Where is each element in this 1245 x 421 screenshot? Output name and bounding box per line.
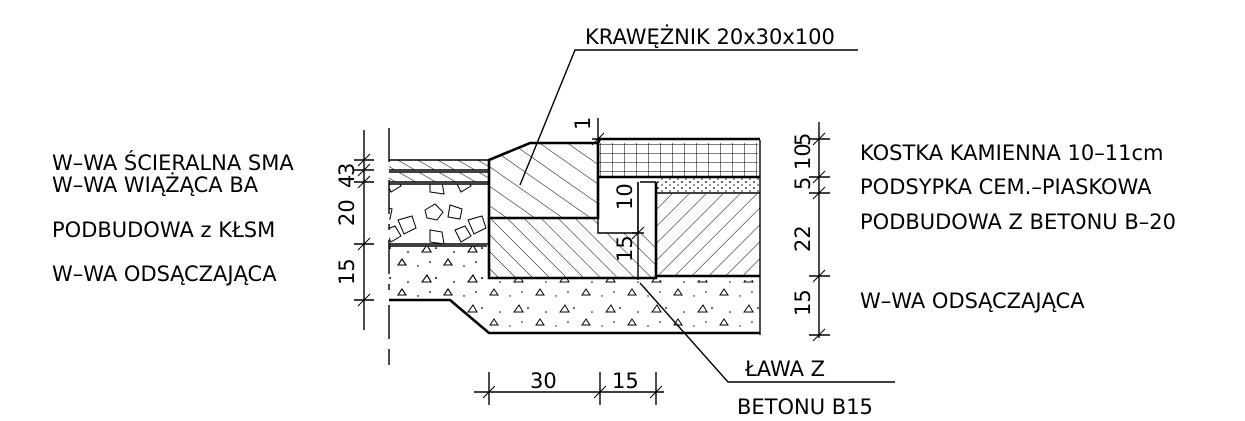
dim-right-10: 10 xyxy=(791,143,815,170)
bedding-fill xyxy=(656,178,760,193)
wearing-course-label: W–WA ŚCIERALNA SMA xyxy=(52,150,294,175)
dim-left-20: 20 xyxy=(335,199,359,226)
right-drainage-label: W–WA ODSĄCZAJĄCA xyxy=(860,289,1085,313)
dim-bottom-30: 30 xyxy=(530,369,557,393)
right-base-fill xyxy=(656,194,760,276)
dim-left-3: 3 xyxy=(335,163,359,176)
paving-stone-fill xyxy=(598,143,758,177)
paving-label: KOSTKA KAMIENNA 10–11cm xyxy=(860,141,1164,165)
bench-label-1: ŁAWA Z xyxy=(744,357,825,381)
binder-course-fill xyxy=(389,172,489,182)
left-base-label: PODBUDOWA z KŁSM xyxy=(52,218,275,242)
curb-label: KRAWĘŻNIK 20x30x100 xyxy=(585,24,835,49)
bedding-label: PODSYPKA CEM.–PIASKOWA xyxy=(860,175,1152,199)
dim-mid-15: 15 xyxy=(613,235,637,262)
dim-left-15: 15 xyxy=(335,258,359,285)
binder-course-label: W–WA WIĄŻĄCA BA xyxy=(52,172,259,197)
right-base-label: PODBUDOWA Z BETONU B–20 xyxy=(860,210,1176,234)
dim-right-15: 15 xyxy=(791,289,815,316)
bench-label-2: BETONU B15 xyxy=(737,395,873,419)
dim-mid-10: 10 xyxy=(613,183,637,210)
dim-right-22: 22 xyxy=(791,225,815,252)
dim-top-1: 1 xyxy=(571,117,595,130)
dim-left-4: 4 xyxy=(335,175,359,188)
dim-right-5a: 5 xyxy=(791,133,815,146)
dim-bottom-15: 15 xyxy=(612,369,639,393)
wearing-course-fill xyxy=(389,160,489,170)
left-base-fill xyxy=(389,184,489,244)
dim-right-5b: 5 xyxy=(791,177,815,190)
bottom-sand-fill xyxy=(389,248,760,333)
curb-body xyxy=(489,143,598,218)
left-drainage-label: W–WA ODSĄCZAJĄCA xyxy=(52,262,277,286)
